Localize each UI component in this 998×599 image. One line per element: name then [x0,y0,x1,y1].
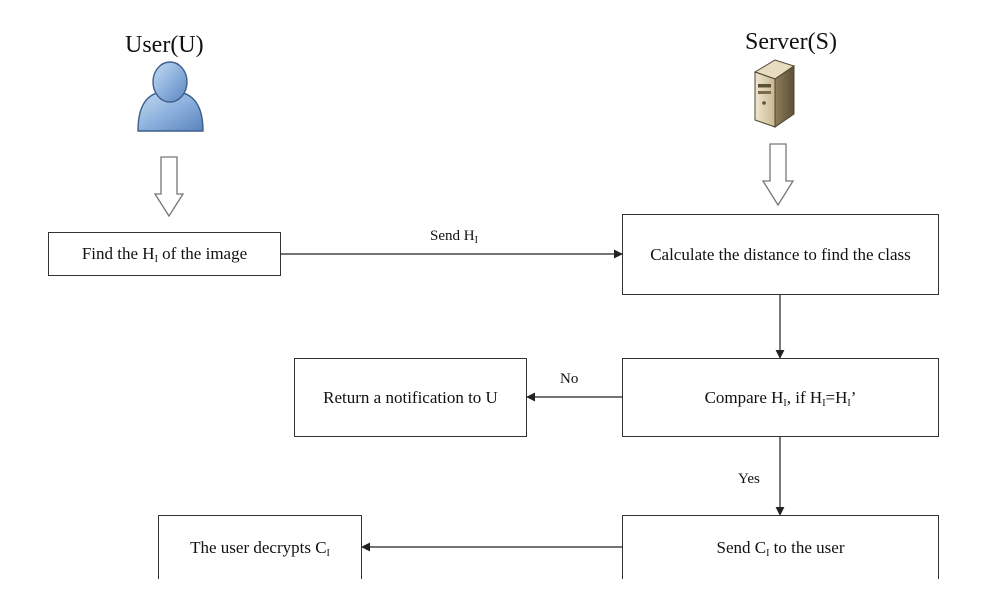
server-down-arrow [761,143,795,207]
return-notification-box: Return a notification to U [294,358,527,437]
compare-label: Compare HI, if HI=HI’ [704,387,857,409]
server-title: Server(S) [745,29,837,55]
send-ci-box: Send CI to the user [622,515,939,579]
yes-label: Yes [738,471,760,487]
calculate-distance-box: Calculate the distance to find the class [622,214,939,295]
server-icon [753,59,796,128]
calculate-distance-label: Calculate the distance to find the class [650,244,911,264]
user-title: User(U) [125,32,204,58]
send-ci-label: Send CI to the user [716,537,845,559]
no-label: No [560,371,579,387]
user-decrypts-box: The user decrypts CI [158,515,362,579]
user-decrypts-label: The user decrypts CI [190,537,330,559]
return-notification-label: Return a notification to U [323,387,498,407]
user-icon [137,61,204,132]
find-histogram-box: Find the HI of the image [48,232,281,276]
compare-box: Compare HI, if HI=HI’ [622,358,939,437]
find-histogram-label: Find the HI of the image [81,244,248,265]
send-hi-label: Send HI [430,228,478,246]
user-down-arrow [153,156,185,218]
